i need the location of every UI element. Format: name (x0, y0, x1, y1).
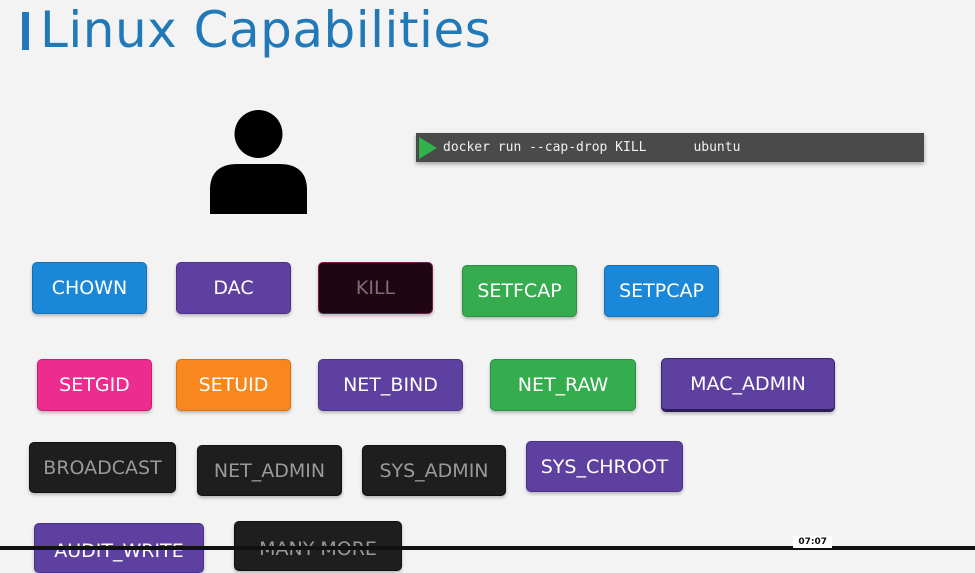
cap-setuid: SETUID (176, 359, 291, 411)
cap-sys-chroot: SYS_CHROOT (526, 441, 683, 492)
terminal-command-box: docker run --cap-drop KILL ubuntu (416, 133, 924, 162)
title-accent-bar (22, 12, 29, 50)
slide-title: Linux Capabilities (40, 1, 492, 59)
cap-chown: CHOWN (32, 262, 147, 314)
cap-setfcap: SETFCAP (462, 265, 577, 317)
cap-net-raw: NET_RAW (490, 359, 636, 411)
cap-setpcap: SETPCAP (604, 265, 719, 317)
terminal-command: docker run --cap-drop KILL ubuntu (443, 140, 741, 155)
video-progress-bar[interactable] (0, 546, 975, 550)
cap-net-bind: NET_BIND (318, 359, 463, 411)
cap-dac: DAC (176, 262, 291, 314)
video-timestamp: 07:07 (793, 536, 832, 548)
user-silhouette-icon (210, 110, 307, 214)
play-arrow-icon (419, 136, 437, 159)
cap-setgid: SETGID (37, 359, 152, 411)
cap-kill: KILL (318, 262, 433, 314)
cap-broadcast: BROADCAST (29, 442, 176, 493)
cap-net-admin: NET_ADMIN (197, 445, 342, 496)
cap-sys-admin: SYS_ADMIN (362, 445, 506, 496)
cap-mac-admin: MAC_ADMIN (661, 358, 835, 412)
